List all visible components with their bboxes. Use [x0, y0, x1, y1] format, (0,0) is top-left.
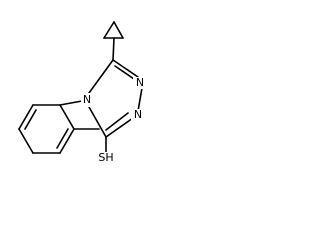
bond-ar-5 — [18, 104, 34, 130]
bond-c5-n1-inner — [114, 65, 135, 80]
bond-c5-n1 — [112, 59, 139, 78]
bond-c3-n4 — [88, 106, 107, 138]
bond-ar-1 — [59, 104, 75, 130]
atom-n2-label: N — [134, 108, 142, 121]
bond-n2-c3 — [105, 117, 134, 138]
atom-n1: N — [133, 76, 146, 89]
bond-n2-c3-inner — [105, 112, 129, 131]
atom-n2: N — [131, 108, 144, 121]
bond-n4-phenyl — [59, 100, 83, 106]
atom-sh-label: SH — [98, 151, 113, 164]
atom-n1-label: N — [136, 76, 144, 89]
atom-n4: N — [81, 93, 94, 107]
triazole-ring — [88, 59, 143, 138]
bond-n1-n2 — [137, 87, 143, 112]
tolyl-ring — [18, 104, 75, 154]
molecule-structure: N N N SH — [18, 21, 146, 165]
bond-cyclopropyl-3 — [113, 21, 124, 39]
cyclopropyl-group — [103, 21, 124, 39]
atom-n4-label: N — [83, 93, 91, 106]
bond-n4-c5 — [88, 59, 114, 94]
atom-sh: SH — [95, 151, 117, 165]
bond-ar-inner-2 — [24, 109, 37, 130]
bond-ar-2 — [59, 128, 75, 154]
bond-ar-4 — [18, 128, 34, 154]
bond-cyclopropyl-2 — [103, 21, 115, 39]
bond-ar-inner-1 — [56, 128, 69, 149]
bond-cyclopropyl-to-triazole — [112, 37, 115, 61]
